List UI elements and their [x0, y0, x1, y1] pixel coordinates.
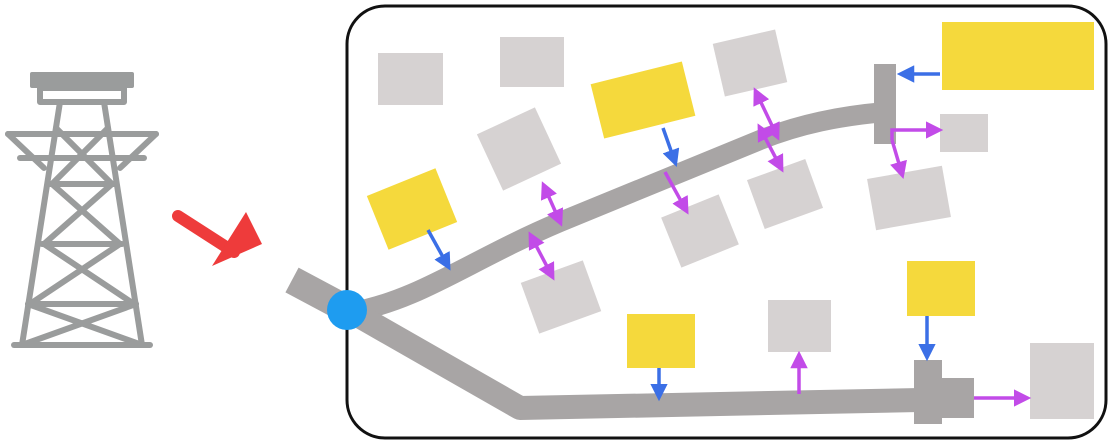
lower-road — [346, 301, 921, 420]
purple-arrow — [663, 171, 689, 215]
purple-two-way-arrow — [540, 181, 564, 227]
yellow-building — [942, 22, 1094, 90]
blue-arrow — [661, 127, 680, 167]
exchange-arrows — [528, 87, 1032, 407]
blue-arrow — [426, 229, 451, 271]
gray-building — [1030, 343, 1094, 419]
yellow-building — [907, 261, 975, 316]
upper-road-endcap — [874, 64, 896, 144]
gray-building — [940, 114, 988, 152]
purple-arrow — [890, 139, 907, 180]
gray-building — [476, 107, 562, 191]
purple-arrow — [890, 121, 944, 140]
lower-road-end — [930, 378, 974, 418]
yellow-building — [627, 314, 695, 368]
purple-two-way-arrow — [528, 231, 555, 281]
road-network — [285, 64, 974, 424]
supply-arrows — [426, 65, 940, 402]
gray-buildings — [378, 29, 1094, 419]
yellow-buildings — [366, 22, 1094, 368]
yellow-building — [366, 168, 458, 250]
gray-building — [768, 300, 831, 352]
purple-two-way-arrow — [757, 123, 784, 173]
transmission-tower-icon — [5, 72, 159, 348]
red-arrow-icon — [172, 210, 262, 266]
gray-building — [746, 158, 824, 230]
yellow-building — [590, 61, 696, 139]
blue-dot-icon — [327, 290, 367, 330]
gray-building — [712, 29, 788, 97]
gray-building — [867, 165, 951, 231]
gray-building — [500, 37, 564, 87]
gray-building — [378, 53, 443, 105]
